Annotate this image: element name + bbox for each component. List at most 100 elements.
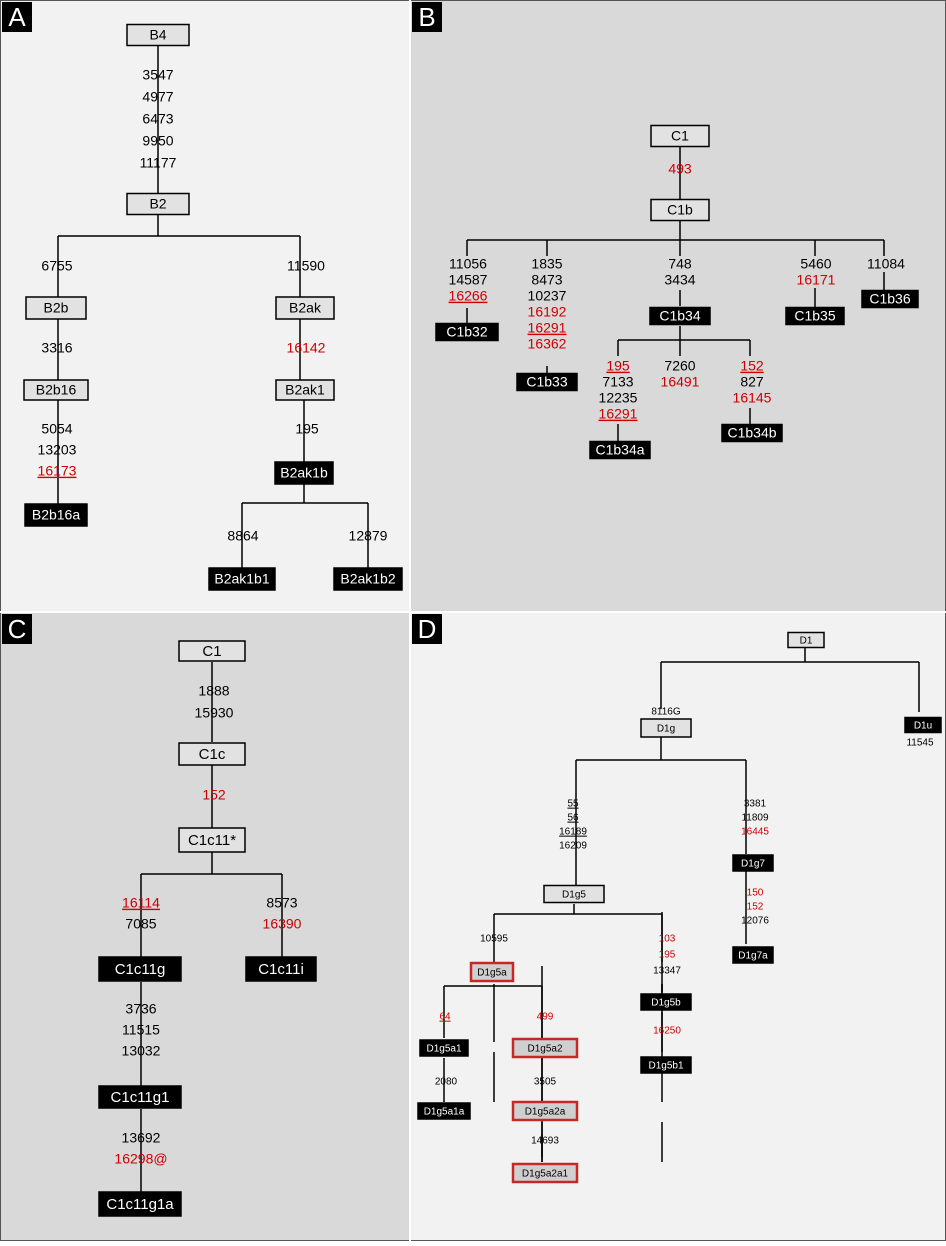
node-c1c11i-box <box>245 956 317 982</box>
node-b2ak1b2-box <box>333 567 403 591</box>
mutation-label: 748 <box>668 256 692 272</box>
mutation-label: 16291 <box>528 320 567 336</box>
mutation-label: 12879 <box>349 528 388 544</box>
node-c1c11g1-label: C1c11g1 <box>111 1089 170 1106</box>
node-d1g5-box <box>543 884 605 904</box>
node-d1g7-box <box>732 854 774 872</box>
mutation-label: 8473 <box>531 272 562 288</box>
mutation-label: 8864 <box>227 528 258 544</box>
node-d1g5b1-label: D1g5b1 <box>648 1061 683 1072</box>
mutation-label: 55 <box>567 799 579 810</box>
node-c1b32-label: C1b32 <box>446 324 487 340</box>
node-b2b16-box <box>23 379 89 401</box>
mutation-label: 16173 <box>38 463 77 479</box>
panel-divider-horizontal <box>0 611 946 613</box>
mutation-label: 8573 <box>266 895 297 911</box>
node-c1c11-box <box>178 827 246 853</box>
mutation-label: 150 <box>747 888 764 899</box>
node-c1b35-label: C1b35 <box>794 308 835 324</box>
mutation-label: 4977 <box>142 89 173 105</box>
mutation-label: 11545 <box>906 738 934 749</box>
node-b2ak1-box <box>275 379 335 401</box>
mutation-label: 7085 <box>125 916 156 932</box>
node-d1g5b-label: D1g5b <box>651 998 681 1009</box>
mutation-label: 16390 <box>263 916 302 932</box>
node-c1b34b-label: C1b34b <box>727 425 776 441</box>
node-b2ak-label: B2ak <box>289 300 322 316</box>
mutation-label: 16209 <box>559 841 587 852</box>
mutation-label: 9950 <box>142 133 173 149</box>
tree-d: 8116G16187115455556161891620933811180916… <box>417 631 942 1184</box>
mutation-label: 3736 <box>125 1001 156 1017</box>
mutation-label: 7260 <box>664 358 695 374</box>
mutation-label: 493 <box>668 161 692 177</box>
node-b2ak-box <box>275 296 335 320</box>
mutation-label: 16291 <box>599 406 638 422</box>
mutation-label: 14693 <box>531 1136 559 1147</box>
mutation-label: 103 <box>659 934 676 945</box>
node-c1b35-box <box>785 306 845 326</box>
node-d1g5a1-label: D1g5a1 <box>426 1044 461 1055</box>
node-d1g5a1-box <box>419 1039 469 1057</box>
node-c1b34a-box <box>589 440 651 460</box>
node-b2ak1b-box <box>274 461 334 485</box>
mutation-label: 12235 <box>599 390 638 406</box>
node-b2b-label: B2b <box>44 300 69 316</box>
mutation-label: 11809 <box>741 813 769 824</box>
node-c1b36-box <box>861 289 919 309</box>
mutation-label: 16145 <box>733 390 772 406</box>
mutation-label: 6473 <box>142 111 173 127</box>
mutation-label: 827 <box>740 374 764 390</box>
node-d1g5a2a-box <box>511 1100 579 1122</box>
mutation-label: 3381 <box>744 799 767 810</box>
mutation-label: 16114 <box>122 895 160 911</box>
mutation-label: 5054 <box>41 421 72 437</box>
mutation-label: 13032 <box>122 1043 161 1059</box>
panel-a-label: A <box>2 2 32 32</box>
panel-divider-vertical <box>409 0 411 1241</box>
mutation-label: 10237 <box>528 288 567 304</box>
node-b2ak1b1-label: B2ak1b1 <box>214 571 269 587</box>
mutation-label: 6755 <box>41 258 72 274</box>
mutation-label: 16189 <box>559 827 587 838</box>
node-b2b16-label: B2b16 <box>36 382 77 398</box>
node-b2b-box <box>25 296 87 320</box>
mutation-label: 195 <box>606 358 630 374</box>
node-c1b32-box <box>435 322 499 342</box>
panel-d-label: D <box>412 614 442 644</box>
node-c1c11-label: C1c11* <box>188 832 236 849</box>
mutation-label: 12076 <box>741 916 769 927</box>
mutation-label: 11084 <box>867 256 905 272</box>
mutation-label: 499 <box>537 1012 554 1023</box>
mutation-label: 13347 <box>653 966 681 977</box>
mutation-label: 64 <box>439 1012 451 1023</box>
node-c1c-box <box>178 742 246 766</box>
node-c1b34b-box <box>721 423 783 443</box>
node-c1b-label: C1b <box>667 202 693 218</box>
mutation-label: 16171 <box>797 272 836 288</box>
mutation-label: 11056 <box>449 256 487 272</box>
node-c1b34-label: C1b34 <box>659 308 700 324</box>
node-d1u-label: D1u <box>914 721 932 732</box>
panel-b-label: B <box>412 2 442 32</box>
mutation-label: 16491 <box>661 374 700 390</box>
node-d1g5a2a1-box <box>511 1162 579 1184</box>
mutation-label: 10595 <box>480 934 508 945</box>
panel-c-label: C <box>2 614 32 644</box>
mutation-label: 2080 <box>435 1077 458 1088</box>
node-d1-box <box>787 631 825 649</box>
node-c1c11g1a-label: C1c11g1a <box>106 1196 174 1213</box>
mutation-label: 16298@ <box>114 1151 167 1167</box>
node-c1b34a-label: C1b34a <box>595 442 644 458</box>
mutation-label: 13692 <box>122 1130 161 1146</box>
node-d1g5a2a-label: D1g5a2a <box>525 1107 566 1118</box>
node-d1g-label: D1g <box>657 724 675 735</box>
mutation-label: 16362 <box>528 336 567 352</box>
node-b4-label: B4 <box>149 27 166 43</box>
mutation-label: 13203 <box>38 442 77 458</box>
node-d1u-box <box>904 716 942 734</box>
mutation-label: 8116G <box>651 707 681 718</box>
